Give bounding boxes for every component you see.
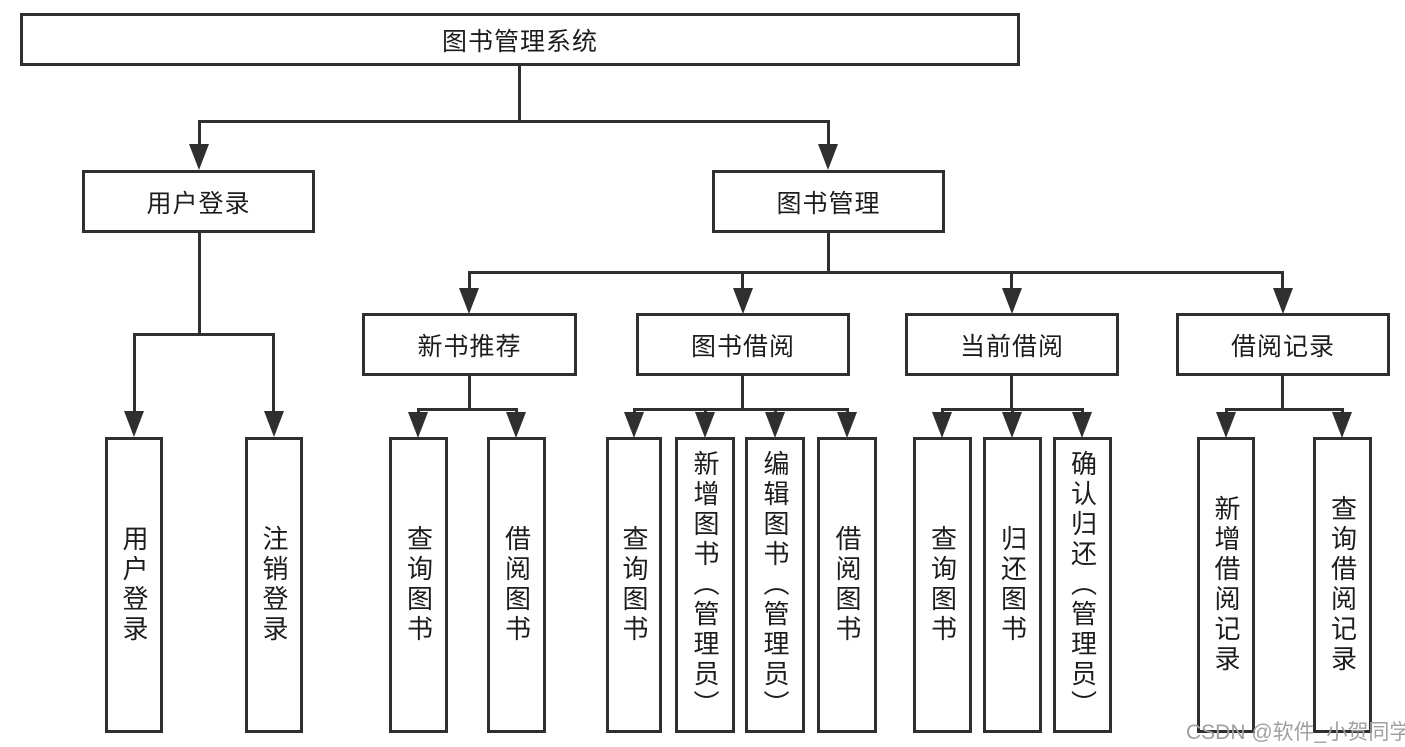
arrowhead-icon (1002, 412, 1022, 438)
arrowhead-icon (837, 412, 857, 438)
leaf-add-borrow-record: 新增借阅记录 (1197, 437, 1255, 733)
leaf-label: 借阅图书 (501, 525, 532, 645)
arrowhead-icon (695, 412, 715, 438)
node-label: 当前借阅 (959, 332, 1064, 361)
connector-line (468, 376, 471, 409)
arrowhead-icon (189, 144, 209, 170)
arrowhead-icon (624, 412, 644, 438)
watermark: CSDN @软件_小贺同学 (1186, 721, 1405, 744)
node-user-login: 用户登录 (82, 170, 315, 233)
arrowhead-icon (1332, 412, 1352, 438)
connector-line (1281, 376, 1284, 409)
connector-line (827, 233, 830, 273)
arrowhead-icon (733, 288, 753, 314)
connector-line (133, 333, 275, 336)
arrowhead-icon (264, 411, 284, 437)
arrowhead-icon (1072, 412, 1092, 438)
leaf-user-login: 用户登录 (105, 437, 163, 733)
leaf-query-borrow-record: 查询借阅记录 (1313, 437, 1372, 733)
connector-line (1225, 408, 1343, 411)
node-book-borrow: 图书借阅 (636, 313, 850, 376)
arrowhead-icon (459, 288, 479, 314)
connector-line (634, 408, 847, 411)
node-label: 图书借阅 (690, 332, 795, 361)
arrowhead-icon (506, 412, 526, 438)
node-book-management: 图书管理 (712, 170, 945, 233)
leaf-query-books: 查询图书 (606, 437, 662, 733)
connector-line (827, 120, 830, 146)
leaf-label: 注销登录 (259, 525, 289, 645)
connector-line (468, 271, 471, 288)
node-borrow-records: 借阅记录 (1176, 313, 1390, 376)
arrowhead-icon (124, 411, 144, 437)
arrowhead-icon (765, 412, 785, 438)
arrowhead-icon (1273, 288, 1293, 314)
leaf-label: 借阅图书 (832, 525, 862, 645)
connector-line (468, 271, 1284, 274)
leaf-logout: 注销登录 (245, 437, 303, 733)
leaf-borrow-books: 借阅图书 (487, 437, 546, 733)
node-label: 图书管理系统 (441, 27, 598, 56)
leaf-label: 确认归还（管理员） (1067, 450, 1098, 720)
leaf-query-books: 查询图书 (389, 437, 448, 733)
connector-line (1281, 271, 1284, 288)
connector-line (1010, 271, 1013, 288)
arrowhead-icon (932, 412, 952, 438)
connector-line (741, 376, 744, 409)
leaf-edit-book-admin: 编辑图书（管理员） (745, 437, 805, 733)
node-label: 图书管理 (776, 189, 881, 218)
connector-line (198, 120, 201, 146)
node-label: 用户登录 (146, 189, 251, 218)
leaf-label: 用户登录 (119, 525, 149, 645)
arrowhead-icon (1216, 412, 1236, 438)
connector-line (198, 120, 830, 123)
leaf-label: 查询图书 (619, 525, 649, 645)
connector-line (518, 66, 521, 121)
connector-line (741, 271, 744, 288)
arrowhead-icon (408, 412, 428, 438)
node-label: 新书推荐 (417, 332, 522, 361)
node-label: 借阅记录 (1230, 332, 1335, 361)
leaf-label: 新增图书（管理员） (690, 450, 720, 720)
leaf-label: 查询图书 (927, 525, 958, 645)
leaf-add-book-admin: 新增图书（管理员） (675, 437, 735, 733)
connector-line (133, 333, 136, 411)
leaf-label: 查询借阅记录 (1327, 495, 1358, 675)
connector-line (1010, 376, 1013, 409)
leaf-label: 归还图书 (997, 525, 1028, 645)
connector-line (418, 408, 518, 411)
arrowhead-icon (1002, 288, 1022, 314)
leaf-query-books: 查询图书 (913, 437, 972, 733)
node-current-borrow: 当前借阅 (905, 313, 1119, 376)
leaf-confirm-return-admin: 确认归还（管理员） (1053, 437, 1112, 733)
leaf-return-books: 归还图书 (983, 437, 1042, 733)
connector-line (198, 233, 201, 334)
leaf-label: 查询图书 (403, 525, 434, 645)
arrowhead-icon (818, 144, 838, 170)
node-library-system: 图书管理系统 (20, 13, 1020, 66)
leaf-borrow-books: 借阅图书 (817, 437, 877, 733)
connector-line (272, 333, 275, 411)
leaf-label: 编辑图书（管理员） (760, 450, 790, 720)
node-new-book-recommend: 新书推荐 (362, 313, 577, 376)
leaf-label: 新增借阅记录 (1211, 495, 1241, 675)
